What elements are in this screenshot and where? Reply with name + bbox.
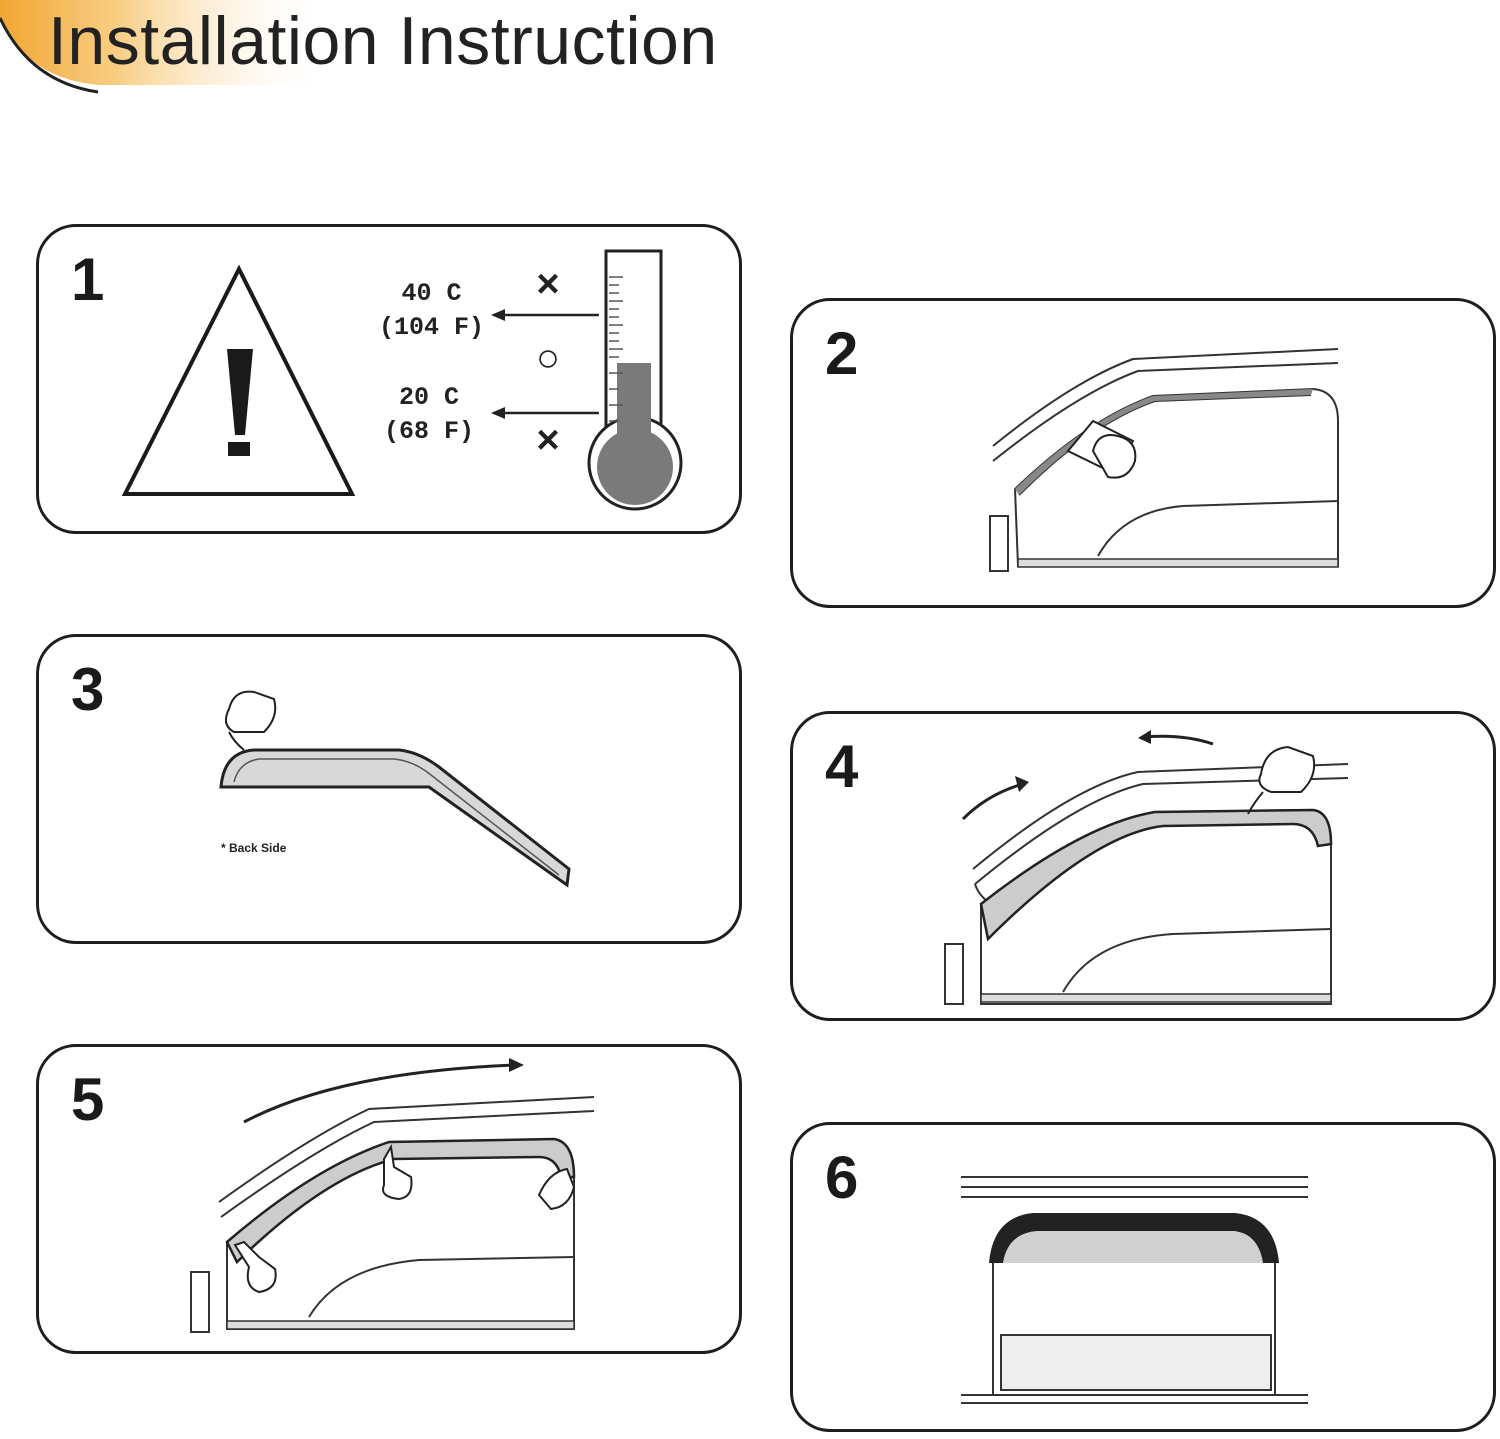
header-accent-icon: [0, 0, 330, 94]
step-3-panel: 3 * Back Side: [36, 634, 742, 944]
step-2-panel: 2: [790, 298, 1496, 608]
step-number: 6: [825, 1144, 859, 1211]
cross-mark-low: ×: [536, 421, 561, 466]
header: Installation Instruction: [0, 0, 800, 110]
temp-high: 40 C (104 F): [379, 277, 484, 345]
step-number: 5: [71, 1066, 105, 1133]
warning-triangle-icon: [121, 264, 356, 496]
temp-low: 20 C (68 F): [384, 381, 474, 449]
hand-icon: [1066, 419, 1137, 479]
thermometer-icon: [587, 249, 683, 511]
step-number: 2: [825, 320, 859, 387]
step-3-illustration: [219, 690, 571, 888]
circle-mark: ○: [536, 339, 561, 384]
temp-low-c: 20 C: [399, 383, 460, 412]
step-number: 1: [71, 246, 105, 313]
hand-icon: [1247, 745, 1316, 815]
temp-high-c: 40 C: [401, 279, 462, 308]
hand-icon: [382, 1144, 413, 1201]
temp-high-f: (104 F): [379, 313, 485, 342]
arrow-left-icon: [491, 407, 599, 419]
hand-icon: [537, 1167, 576, 1211]
step-4-panel: 4: [790, 711, 1496, 1021]
curved-arrow-icon: [243, 1058, 524, 1124]
back-side-note: * Back Side: [221, 841, 287, 855]
hand-icon: [233, 1240, 277, 1294]
step-6-illustration: [961, 1176, 1308, 1404]
hand-icon: [224, 690, 277, 751]
step-6-panel: 6: [790, 1122, 1496, 1432]
step-2-illustration: [989, 348, 1339, 572]
step-4-illustration: [944, 730, 1349, 1005]
temp-low-f: (68 F): [384, 417, 475, 446]
step-5-illustration: [190, 1058, 595, 1333]
curved-arrow-icon: [961, 776, 1029, 821]
step-number: 4: [825, 733, 859, 800]
step-5-panel: 5: [36, 1044, 742, 1354]
page-title: Installation Instruction: [48, 3, 718, 79]
step-1-illustration: [121, 249, 683, 511]
step-1-panel: 1: [36, 224, 742, 534]
cross-mark-high: ×: [536, 265, 561, 310]
arrow-left-icon: [491, 309, 599, 321]
curved-arrow-icon: [1138, 730, 1214, 746]
step-number: 3: [71, 656, 105, 723]
